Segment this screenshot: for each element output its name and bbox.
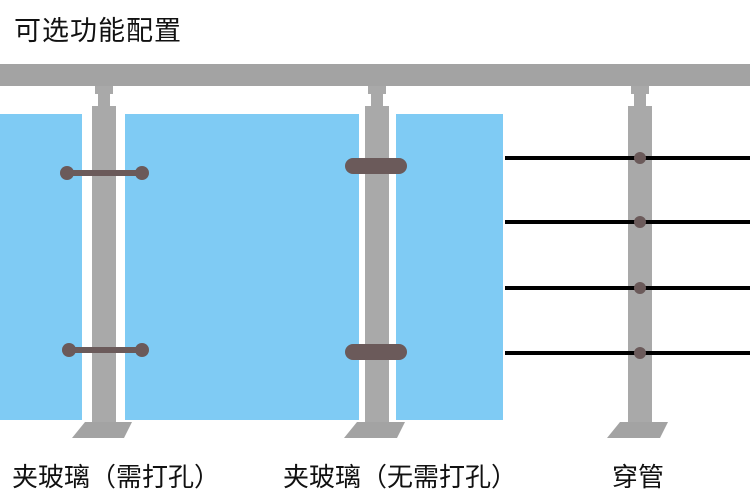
section-glass-clamp-drilled — [0, 86, 359, 438]
cable — [505, 286, 750, 290]
clamp-bar — [68, 347, 144, 353]
top-rail — [0, 64, 750, 86]
cable — [505, 156, 750, 160]
post-connector — [95, 86, 113, 94]
glass-panel — [0, 114, 82, 420]
base-plate — [72, 422, 132, 438]
cable — [505, 351, 750, 355]
cable-bolt — [634, 152, 646, 164]
post-connector — [98, 94, 110, 106]
post-connector — [631, 86, 649, 94]
clamp-bolt — [135, 166, 149, 180]
cable-bolt — [634, 347, 646, 359]
clamp-bolt — [135, 343, 149, 357]
page-title: 可选功能配置 — [14, 16, 182, 47]
caption-glass-clamp-no-drill: 夹玻璃（无需打孔） — [283, 463, 518, 493]
clamp-bolt — [62, 343, 76, 357]
clamp-bar — [66, 170, 144, 176]
caption-cable-through: 穿管 — [612, 463, 665, 493]
post — [92, 106, 116, 424]
base-plate — [607, 422, 668, 438]
glass-panel — [125, 114, 359, 420]
glass-panel — [396, 114, 503, 420]
cable-bolt — [634, 282, 646, 294]
post-connector — [371, 94, 383, 106]
clamp-bolt — [60, 166, 74, 180]
cable-bolt — [634, 216, 646, 228]
section-glass-clamp-no-drill — [344, 86, 503, 438]
post-connector — [368, 86, 386, 94]
clamp-pad — [345, 344, 407, 360]
post-connector — [634, 94, 646, 106]
caption-glass-clamp-drilled: 夹玻璃（需打孔） — [12, 463, 221, 493]
clamp-pad — [345, 158, 407, 174]
base-plate — [344, 422, 405, 438]
post — [365, 106, 389, 424]
cable — [505, 220, 750, 224]
section-cable-through — [505, 86, 750, 438]
